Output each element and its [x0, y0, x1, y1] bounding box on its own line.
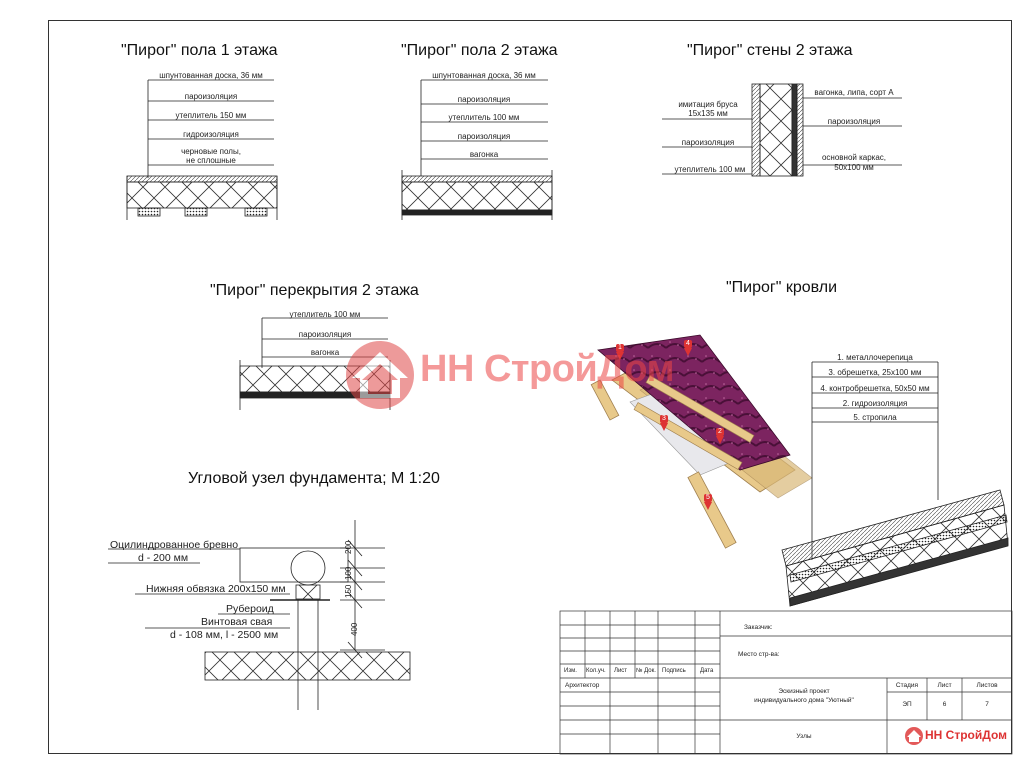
wall2-right-label: вагонка, липа, сорт А	[814, 88, 894, 97]
ceiling2-layer-label: утеплитель 100 мм	[289, 310, 361, 319]
stage-value: ЭП	[902, 701, 912, 708]
roof-marker-5: 5	[706, 494, 710, 501]
wall2-right-label: пароизоляция	[827, 117, 881, 126]
floor1-layer-label: не сплошные	[186, 156, 236, 165]
sheets-value: 7	[985, 701, 989, 708]
title-floor1: "Пирог" пола 1 этажа	[121, 42, 278, 59]
wall2-right-label: 50х100 мм	[834, 163, 874, 172]
roof-layer-label: 5. стропила	[853, 413, 897, 422]
floor2-layer-label: пароизоляция	[457, 95, 511, 104]
roof-layer-label: 1. металлочерепица	[837, 353, 913, 362]
project-line1: Эскизный проект	[778, 688, 830, 695]
roof-layer-label: 2. гидроизоляция	[842, 399, 908, 408]
foundation-log-label: Оцилиндрованное бревно	[110, 539, 239, 551]
site-label: Место стр-ва:	[738, 651, 780, 658]
wall2-diagram	[662, 83, 902, 177]
floor1-layer-label: шпунтованная доска, 36 мм	[159, 71, 263, 80]
floor1-diagram	[126, 79, 278, 220]
wall2-left-label: имитация бруса	[678, 100, 738, 109]
foundation-diagram	[108, 520, 411, 710]
sheet-value: 6	[942, 701, 947, 708]
watermark-text: НН СтройДом	[420, 348, 675, 390]
title-logo-icon	[905, 727, 923, 745]
watermark-logo	[346, 341, 414, 409]
architect-label: Архитектор	[565, 682, 600, 689]
roof-3d-illustration	[590, 334, 813, 549]
project-line2: индивидуального дома "Уютный"	[754, 697, 854, 704]
foundation-pile-label: Винтовая свая	[201, 616, 273, 628]
sheets-header: Листов	[976, 682, 998, 689]
wall2-right-label: основной каркас,	[821, 153, 887, 162]
floor2-layer-label: пароизоляция	[457, 132, 511, 141]
ceiling2-layer-label: пароизоляция	[298, 330, 352, 339]
ceiling2-layer-label: вагонка	[310, 348, 340, 357]
floor1-layer-label: утеплитель 150 мм	[175, 111, 247, 120]
wall2-left-label: утеплитель 100 мм	[674, 165, 746, 174]
col-izm: Изм.	[564, 668, 577, 674]
dimension-100: 100	[344, 566, 353, 580]
floor1-layer-label: гидроизоляция	[183, 130, 239, 139]
sheet-frame	[48, 20, 1012, 754]
title-block-logo-text: НН СтройДом	[925, 728, 1007, 742]
roof-marker-1: 1	[618, 344, 622, 351]
col-doc: № Док.	[636, 668, 656, 674]
title-floor2: "Пирог" пола 2 этажа	[401, 42, 558, 59]
roof-markers	[616, 340, 724, 510]
floor2-diagram	[401, 79, 553, 220]
foundation-log-diameter: d - 200 мм	[138, 552, 189, 564]
dimension-200: 200	[344, 540, 353, 554]
wall2-left-label: пароизоляция	[681, 138, 735, 147]
floor2-layer-label: шпунтованная доска, 36 мм	[432, 71, 536, 80]
col-date: Дата	[700, 668, 714, 674]
floor1-layer-label: пароизоляция	[184, 92, 238, 101]
dimension-400: 400	[350, 622, 359, 636]
title-ceiling2: "Пирог" перекрытия 2 этажа	[210, 282, 419, 299]
customer-label: Заказчик:	[744, 624, 773, 631]
roof-layer-label: 4. контробрешетка, 50х50 мм	[820, 384, 930, 393]
col-signature: Подпись	[662, 668, 686, 674]
drawing-name: Узлы	[796, 733, 812, 740]
roof-layer-label: 3. обрешетка, 25х100 мм	[828, 368, 922, 377]
title-roof: "Пирог" кровли	[726, 279, 838, 296]
foundation-ruberoid-label: Рубероид	[226, 603, 274, 615]
roof-section-diagram	[781, 361, 1009, 607]
foundation-pile-dims: d - 108 мм, l - 2500 мм	[170, 629, 279, 641]
dimension-150: 150	[344, 584, 353, 598]
floor1-layer-label: черновые полы,	[181, 147, 241, 156]
col-kol-uch: Кол.уч.	[586, 668, 606, 674]
col-list: Лист	[614, 668, 628, 674]
foundation-beam-label: Нижняя обвязка 200х150 мм	[146, 583, 286, 595]
title-foundation: Угловой узел фундамента; М 1:20	[188, 470, 440, 487]
title-block-lines	[559, 610, 1013, 755]
roof-marker-3: 3	[662, 415, 666, 422]
roof-marker-2: 2	[718, 428, 722, 435]
wall2-left-label: 15х135 мм	[688, 109, 728, 118]
roof-marker-4: 4	[686, 340, 690, 347]
floor2-layer-label: вагонка	[469, 150, 499, 159]
sheet-header: Лист	[937, 682, 952, 689]
title-wall2: "Пирог" стены 2 этажа	[687, 42, 853, 59]
floor2-layer-label: утеплитель 100 мм	[448, 113, 520, 122]
stage-header: Стадия	[895, 682, 919, 689]
